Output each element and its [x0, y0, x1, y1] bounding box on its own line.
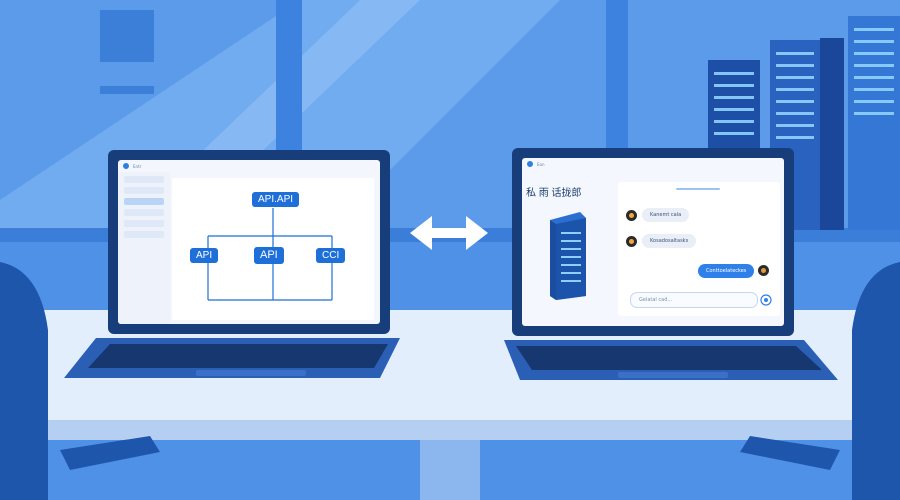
sidebar-item-active[interactable]: [124, 198, 164, 205]
chat-message: Kanemt cala: [642, 208, 690, 222]
diagram-node-top[interactable]: API.API: [252, 192, 300, 207]
diagram-canvas: API.API API API CCI: [172, 178, 374, 320]
chat-panel-handle: [676, 188, 720, 190]
sidebar-item[interactable]: [124, 176, 164, 183]
chat-input[interactable]: Gelatal cad...: [630, 292, 758, 308]
app-logo-icon: [527, 161, 533, 167]
right-laptop-screen: Eon 私 雨 话拢郎 Kanemt cala Kosadosaltasks C…: [522, 158, 784, 326]
desk-leg: [420, 440, 480, 500]
sidebar-item[interactable]: [124, 209, 164, 216]
right-app-header: Eon: [522, 158, 784, 170]
chat-message: Kosadosaltasks: [642, 234, 697, 248]
panel-title: 私 雨 话拢郎: [526, 188, 582, 199]
left-app-name: Entr: [133, 163, 142, 169]
chair-left: [0, 262, 48, 500]
server-rack-icon: [550, 212, 586, 300]
chair-right: [852, 262, 900, 500]
left-laptop-screen: Entr API.API API API: [118, 160, 380, 324]
chair-right-arm: [740, 436, 840, 470]
double-arrow-icon: [410, 216, 488, 250]
diagram-connectors: [207, 208, 333, 301]
diagram-node-center[interactable]: API: [254, 247, 284, 264]
right-app-name: Eon: [537, 161, 545, 167]
chair-left-arm: [60, 436, 160, 470]
laptop-right-keyboard: [516, 346, 822, 370]
diagram-node-left[interactable]: API: [190, 248, 219, 263]
send-icon[interactable]: [760, 294, 772, 306]
laptop-right-trackpad: [618, 372, 728, 378]
sidebar-item[interactable]: [124, 220, 164, 227]
left-sidebar: [118, 172, 170, 324]
wall-sign-base: [100, 86, 154, 94]
bot-avatar: [626, 236, 637, 247]
laptop-left-trackpad: [196, 370, 306, 376]
user-avatar: [758, 265, 769, 276]
chat-panel: Kanemt cala Kosadosaltasks Conttoelateck…: [618, 182, 780, 316]
sidebar-item[interactable]: [124, 187, 164, 194]
sidebar-item[interactable]: [124, 231, 164, 238]
chat-message-me: Conttoelateckes: [698, 264, 755, 278]
wall-sign: [100, 10, 154, 62]
desk-top: [0, 310, 900, 420]
desk-edge: [0, 420, 900, 440]
bot-avatar: [626, 210, 637, 221]
laptop-left-keyboard: [88, 344, 388, 368]
left-app-header: Entr: [118, 160, 380, 172]
app-logo-icon: [123, 163, 129, 169]
diagram-node-right[interactable]: CCI: [316, 248, 346, 263]
